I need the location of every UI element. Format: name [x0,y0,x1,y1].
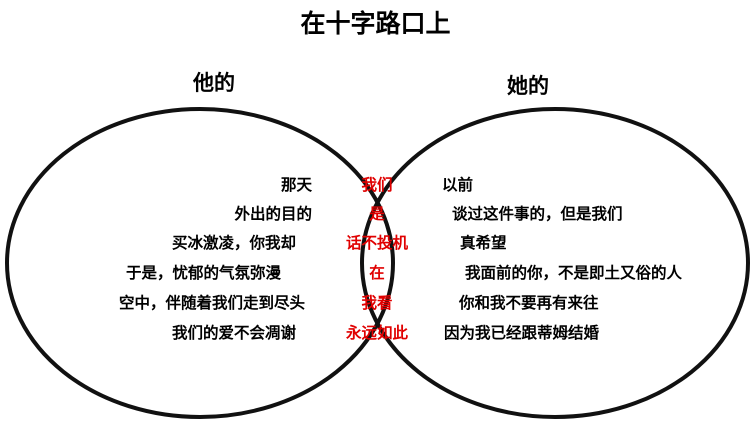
right-line: 谈过这件事的，但是我们 [452,205,623,223]
overlap-line: 我们 [361,176,393,194]
left-set-label: 他的 [193,71,235,95]
diagram-title: 在十字路口上 [300,9,451,38]
left-line: 外出的目的 [234,205,312,223]
overlap-line: 永远如此 [345,324,408,342]
right-set-label: 她的 [507,74,549,98]
right-line: 我面前的你，不是即土又俗的人 [465,264,683,282]
left-line: 我们的爱不会凋谢 [171,324,296,342]
overlap-line: 在 [369,264,385,282]
left-line: 那天 [280,176,312,194]
right-line: 以前 [442,176,474,194]
overlap-line: 是 [369,205,385,223]
left-line: 空中，伴随着我们走到尽头 [118,294,305,312]
right-circle [360,107,750,419]
overlap-line: 话不投机 [345,234,408,252]
left-line: 买冰激凌，你我却 [171,234,296,252]
right-line: 因为我已经跟蒂姆结婚 [444,324,600,342]
left-circle [5,107,395,419]
right-line: 真希望 [460,234,507,252]
overlap-line: 我看 [361,294,393,312]
left-line: 于是，忧郁的气氛弥漫 [125,264,281,282]
right-line: 你和我不要再有来往 [459,294,599,312]
